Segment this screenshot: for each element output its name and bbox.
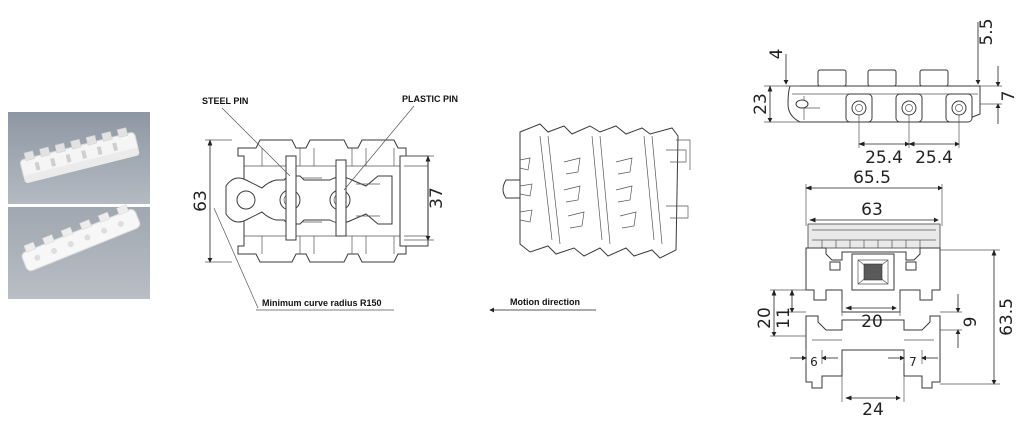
dim-63-width: 63 <box>861 200 883 220</box>
dim-20-left: 20 <box>755 307 775 329</box>
dim-37-vertical: 37 <box>427 187 447 209</box>
dim-63-vertical: 63 <box>191 190 211 212</box>
top-view: 63 37 STEEL PIN PLASTIC PIN Minimum curv… <box>191 94 458 311</box>
cross-section-view: 65.5 63 63.5 20 11 <box>755 168 1017 420</box>
dim-20-center: 20 <box>861 312 883 332</box>
dim-11: 11 <box>774 307 794 329</box>
dim-pitch-b: 25.4 <box>915 148 953 168</box>
motion-direction-label: Motion direction <box>510 297 580 307</box>
dim-9: 9 <box>961 317 981 328</box>
product-photo-top <box>8 112 150 204</box>
curve-radius-label: Minimum curve radius R150 <box>262 298 382 308</box>
angled-link-view: Motion direction <box>489 123 691 313</box>
dim-23: 23 <box>751 93 771 115</box>
dim-pitch-a: 25.4 <box>865 148 903 168</box>
dim-7-bottom: 7 <box>909 355 917 369</box>
product-photo-bottom <box>8 204 150 299</box>
plastic-pin-label: PLASTIC PIN <box>402 94 458 104</box>
side-profile-view: 4 5.5 23 7 25.4 25.4 <box>751 18 1019 168</box>
dim-4: 4 <box>767 49 787 60</box>
dim-65-5: 65.5 <box>853 168 891 188</box>
dim-24: 24 <box>862 400 884 420</box>
dim-63-5: 63.5 <box>997 298 1017 336</box>
dim-6: 6 <box>810 355 818 369</box>
dim-7-side: 7 <box>999 91 1019 102</box>
steel-pin-label: STEEL PIN <box>202 96 248 106</box>
dim-5-5: 5.5 <box>977 18 997 45</box>
